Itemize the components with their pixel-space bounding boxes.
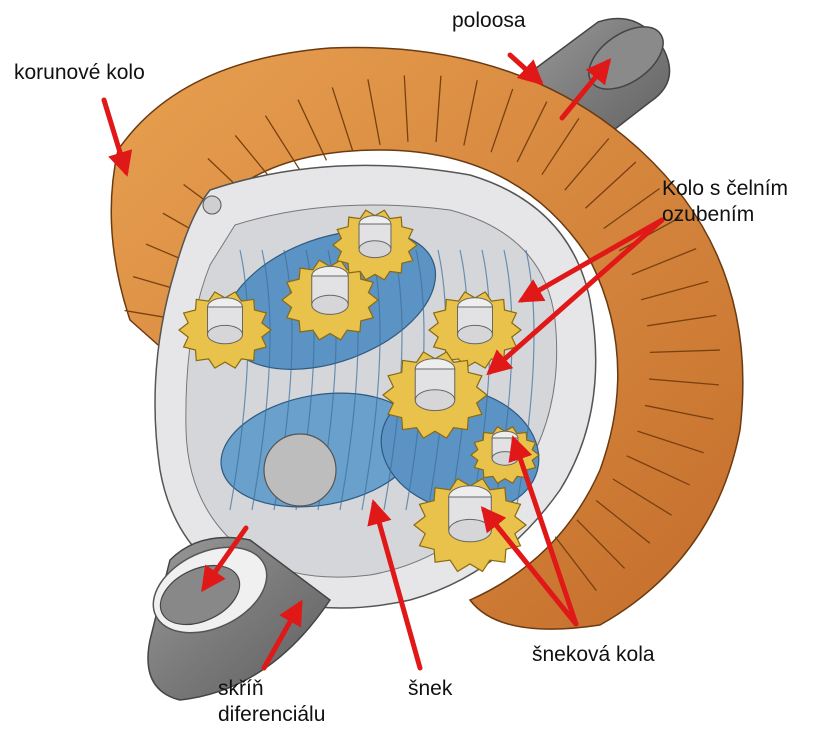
label-spur-gear: Kolo s čelním ozubením (662, 176, 788, 228)
label-spur-gear-line2: ozubením (662, 202, 788, 228)
label-worm: šnek (408, 676, 452, 702)
label-crown-wheel: korunové kolo (14, 60, 145, 86)
label-housing-line2: diferenciálu (218, 702, 325, 728)
label-half-shaft: poloosa (452, 8, 526, 34)
label-worm-wheels: šneková kola (532, 642, 655, 668)
label-spur-gear-line1: Kolo s čelním (662, 176, 788, 202)
label-housing: skříň diferenciálu (218, 676, 325, 728)
label-housing-line1: skříň (218, 676, 325, 702)
